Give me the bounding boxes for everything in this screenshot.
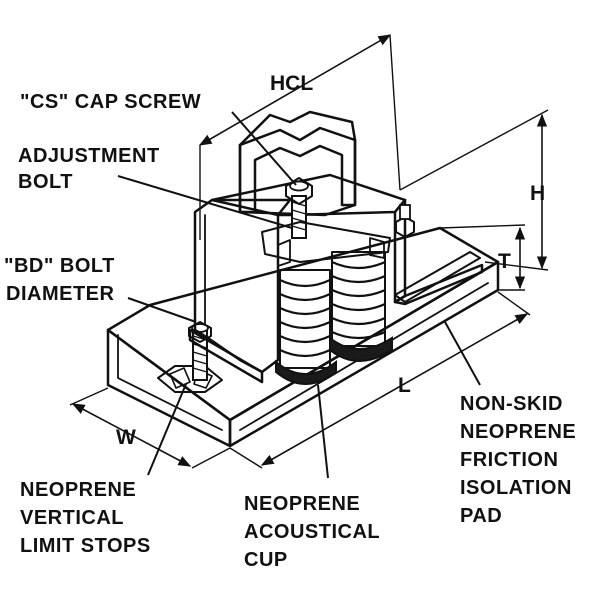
spring-left: [275, 269, 337, 385]
leader-cs-cap-screw: [231, 111, 297, 186]
label-friction-pad-line3: FRICTION: [460, 449, 558, 471]
label-bd-bolt-line1: "BD" BOLT: [4, 255, 115, 277]
label-bd-bolt-line2: DIAMETER: [6, 283, 115, 305]
hcl-dimension: [198, 34, 401, 240]
label-h: H: [530, 182, 545, 205]
label-adjustment-bolt-line2: BOLT: [18, 171, 73, 193]
w-dimension: [69, 387, 231, 469]
leader-friction-pad: [444, 321, 481, 386]
label-acoustical-cup-line2: ACOUSTICAL: [244, 521, 380, 543]
label-limit-stops-line3: LIMIT STOPS: [20, 535, 151, 557]
cap-screw: [285, 177, 313, 239]
leader-limit-stops: [147, 383, 187, 476]
callout-labels: "CS" CAP SCREW ADJUSTMENT BOLT "BD" BOLT…: [4, 91, 576, 571]
leader-adjustment-bolt: [117, 175, 293, 229]
right-nut: [395, 204, 415, 238]
label-acoustical-cup-line1: NEOPRENE: [244, 493, 360, 515]
spring-right: [329, 251, 393, 362]
label-acoustical-cup-line3: CUP: [244, 549, 288, 571]
leader-acoustical-cup: [317, 384, 329, 479]
leader-lines: [117, 111, 481, 479]
label-friction-pad-line1: NON-SKID: [460, 393, 563, 415]
label-w: W: [116, 426, 136, 449]
label-limit-stops-line2: VERTICAL: [20, 507, 124, 529]
limit-stop-left: [157, 365, 223, 393]
leader-bd-bolt: [127, 297, 197, 323]
label-limit-stops-line1: NEOPRENE: [20, 479, 136, 501]
dimension-labels: HCL H T L W: [116, 72, 545, 449]
label-friction-pad-line5: PAD: [460, 505, 502, 527]
spring-cap: [261, 221, 391, 267]
t-dimension: [439, 224, 526, 291]
label-t: T: [498, 250, 511, 273]
label-cs-cap-screw: "CS" CAP SCREW: [20, 91, 201, 113]
h-dimension: [399, 109, 549, 271]
label-hcl: HCL: [270, 72, 313, 95]
label-friction-pad-line4: ISOLATION: [460, 477, 572, 499]
label-friction-pad-line2: NEOPRENE: [460, 421, 576, 443]
l-dimension: [229, 291, 531, 469]
label-l: L: [398, 374, 411, 397]
label-adjustment-bolt-line1: ADJUSTMENT: [18, 145, 160, 167]
